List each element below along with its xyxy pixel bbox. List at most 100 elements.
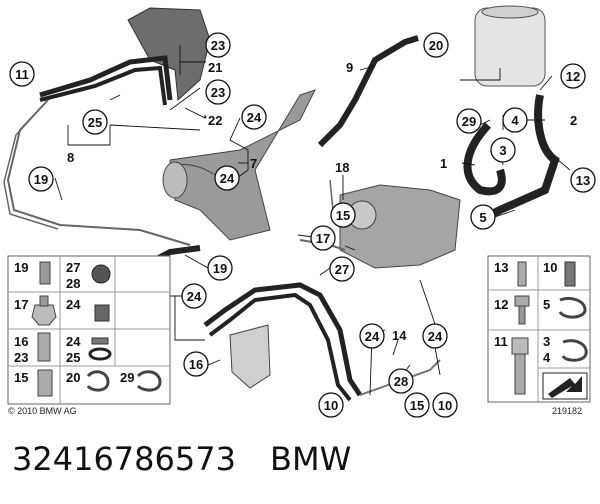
callout-18[interactable]: 18 [335, 160, 349, 175]
svg-text:22: 22 [208, 113, 222, 128]
svg-text:10: 10 [438, 398, 452, 413]
svg-text:5: 5 [479, 210, 486, 225]
figure-id: 219182 [552, 406, 582, 416]
svg-text:2: 2 [570, 113, 577, 128]
callout-4[interactable]: 4 [502, 107, 528, 133]
callout-15-mid[interactable]: 15 [330, 202, 356, 228]
callout-24-lower[interactable]: 24 [214, 165, 240, 191]
parts-diagram: 11 23 21 23 22 25 8 24 7 24 19 18 15 17 … [3, 5, 596, 418]
svg-text:8: 8 [67, 150, 74, 165]
callout-16[interactable]: 16 [183, 351, 209, 377]
box-label: 12 [494, 297, 508, 312]
callout-17[interactable]: 17 [310, 225, 336, 251]
svg-text:17: 17 [316, 231, 330, 246]
svg-text:27: 27 [335, 262, 349, 277]
svg-text:24: 24 [247, 110, 262, 125]
box-label: 25 [66, 350, 80, 365]
svg-text:15: 15 [410, 398, 424, 413]
callout-19-left[interactable]: 19 [28, 166, 54, 192]
box-label: 15 [14, 370, 28, 385]
callout-10-left[interactable]: 10 [318, 392, 344, 418]
box-label: 27 [66, 260, 80, 275]
callout-20[interactable]: 20 [423, 32, 449, 58]
svg-text:28: 28 [394, 374, 408, 389]
svg-text:3: 3 [499, 143, 506, 158]
callout-2[interactable]: 2 [570, 113, 577, 128]
svg-text:12: 12 [566, 69, 580, 84]
callout-27[interactable]: 27 [329, 256, 355, 282]
callout-5[interactable]: 5 [470, 204, 496, 230]
svg-text:19: 19 [213, 261, 227, 276]
callout-14[interactable]: 14 [392, 328, 407, 343]
callout-19-center[interactable]: 19 [207, 255, 233, 281]
illustration [3, 5, 560, 402]
callout-24-pump[interactable]: 24 [422, 323, 448, 349]
callout-15-bottom[interactable]: 15 [404, 392, 430, 418]
callout-24-steering[interactable]: 24 [241, 104, 267, 130]
reservoir [474, 7, 546, 87]
callout-10-right[interactable]: 10 [432, 392, 458, 418]
callout-25[interactable]: 25 [82, 109, 108, 135]
callout-24-hose-group[interactable]: 24 [181, 283, 207, 309]
svg-text:24: 24 [365, 329, 380, 344]
svg-text:23: 23 [211, 38, 225, 53]
svg-text:11: 11 [15, 67, 29, 82]
box-label: 5 [543, 297, 550, 312]
arrow-icon [542, 372, 588, 400]
hose-2 [488, 94, 560, 219]
callout-13[interactable]: 13 [570, 167, 596, 193]
callout-23-mid[interactable]: 23 [205, 79, 231, 105]
callout-3[interactable]: 3 [490, 137, 516, 163]
svg-text:24: 24 [187, 289, 202, 304]
svg-text:18: 18 [335, 160, 349, 175]
svg-text:1: 1 [440, 156, 447, 171]
svg-text:25: 25 [88, 115, 102, 130]
box-label: 24 [66, 334, 81, 349]
svg-text:21: 21 [208, 60, 222, 75]
svg-text:4: 4 [511, 113, 519, 128]
svg-text:16: 16 [189, 357, 203, 372]
callout-23-top[interactable]: 23 [205, 32, 231, 58]
small-parts-box-left: 19 27 28 17 24 16 23 24 25 15 20 29 [7, 255, 171, 405]
small-parts-box-right: 13 10 12 5 11 3 4 [487, 255, 591, 403]
box-label: 13 [494, 260, 508, 275]
svg-text:20: 20 [429, 38, 443, 53]
svg-text:15: 15 [336, 208, 350, 223]
box-label: 28 [66, 276, 80, 291]
svg-text:9: 9 [346, 60, 353, 75]
hose-9 [317, 35, 419, 148]
svg-text:7: 7 [250, 156, 257, 171]
bracket-16 [229, 324, 271, 389]
svg-text:29: 29 [462, 114, 476, 129]
callout-1[interactable]: 1 [440, 156, 447, 171]
svg-text:23: 23 [211, 85, 225, 100]
box-label: 23 [14, 350, 28, 365]
callout-28[interactable]: 28 [388, 368, 414, 394]
box-label: 20 [66, 370, 80, 385]
hose-pair-front [203, 282, 363, 397]
box-label: 4 [543, 350, 551, 365]
svg-text:10: 10 [324, 398, 338, 413]
callout-21[interactable]: 21 [208, 60, 222, 75]
box-label: 11 [494, 334, 508, 349]
callout-11[interactable]: 11 [9, 61, 35, 87]
callout-9[interactable]: 9 [346, 60, 353, 75]
box-label: 19 [14, 260, 28, 275]
copyright-text: © 2010 BMW AG [8, 406, 77, 416]
box-label: 16 [14, 334, 28, 349]
box-label: 24 [66, 297, 81, 312]
callout-8[interactable]: 8 [67, 150, 74, 165]
box-label: 3 [543, 334, 550, 349]
part-number: 32416786573 [12, 440, 236, 478]
svg-text:13: 13 [576, 173, 590, 188]
heat-shield [127, 7, 211, 102]
box-label: 29 [120, 370, 134, 385]
callout-22[interactable]: 22 [208, 113, 222, 128]
callout-29[interactable]: 29 [456, 108, 482, 134]
callout-24-bottom[interactable]: 24 [359, 323, 385, 349]
callout-7[interactable]: 7 [250, 156, 257, 171]
callout-12[interactable]: 12 [560, 63, 586, 89]
hose-1 [463, 122, 506, 196]
svg-text:24: 24 [428, 329, 443, 344]
steering-gear [169, 89, 316, 241]
